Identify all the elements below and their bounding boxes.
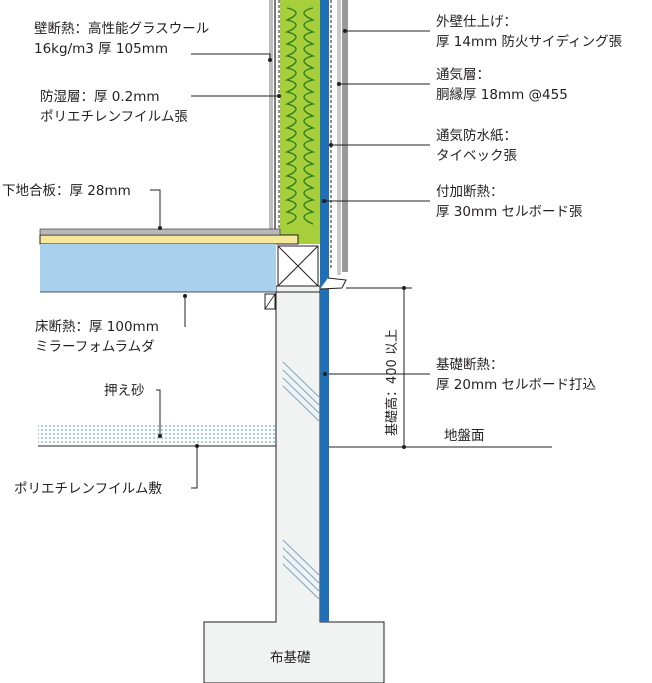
- sill-beam: [277, 245, 319, 287]
- exterior-finish-label-line1: 外壁仕上げ：: [436, 14, 517, 30]
- foundation-height-label: 基礎高：400 以上: [384, 329, 400, 436]
- added-insulation-label-line1: 付加断熱：: [436, 184, 504, 200]
- floor-insulation-label-line1: 床断熱：厚 100mm: [35, 319, 159, 335]
- right-leaders: [324, 30, 430, 375]
- floor-insulation-label-line2: ミラーフォムラムダ: [35, 339, 155, 355]
- concrete-hatch-lower: [282, 539, 321, 601]
- breathable-paper-label-line1: 通気防水紙：: [436, 128, 517, 144]
- floor-insulation: [40, 244, 276, 292]
- footing-label: 布基礎: [270, 649, 311, 666]
- pressing-sand-label: 押え砂: [104, 383, 145, 399]
- exterior-siding: [342, 0, 348, 272]
- ground-level-label: 地盤面: [444, 428, 485, 444]
- vapor-barrier-label-line2: ポリエチレンフイルム張: [40, 109, 188, 125]
- air-layer-label-line2: 胴縁厚 18mm @455: [436, 87, 568, 103]
- pressing-sand: [38, 425, 276, 445]
- wall-insulation-label-line1: 壁断熱：高性能グラスウール: [34, 20, 209, 37]
- foundation-concrete: [203, 285, 385, 683]
- subfloor-label: 下地合板：厚 28mm: [2, 183, 131, 199]
- foundation-insulation-label-line1: 基礎断熱：: [436, 356, 504, 373]
- exterior-finish-label-line2: 厚 14mm 防火サイディング張: [436, 33, 623, 50]
- wall-insulation-label-line2: 16kg/m3 厚 105mm: [34, 41, 168, 57]
- foundation-insulation-board: [320, 0, 329, 622]
- air-layer-label-line1: 通気層：: [436, 67, 490, 83]
- vapor-barrier-label-line1: 防湿層：厚 0.2mm: [40, 89, 160, 105]
- foundation-insulation-label-line2: 厚 20mm セルボード打込: [436, 376, 597, 393]
- breathable-paper-label-line2: タイベック張: [436, 148, 517, 164]
- foundation-height-dimension: 基礎高：400 以上: [346, 286, 412, 449]
- added-insulation-label-line2: 厚 30mm セルボード張: [436, 204, 583, 220]
- subfloor-plywood: [39, 234, 299, 245]
- poly-film-label: ポリエチレンフイルム敷: [14, 481, 162, 497]
- wall-insulation: [280, 0, 320, 244]
- concrete-hatch-upper: [282, 361, 321, 423]
